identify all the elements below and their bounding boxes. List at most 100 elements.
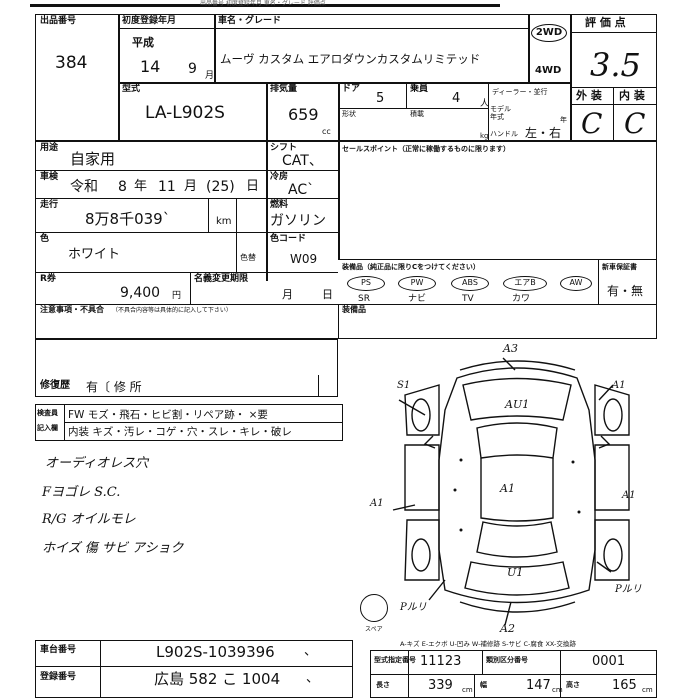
lot-number: 384 [55, 53, 88, 73]
name-change-day: 日 [322, 288, 333, 301]
frame-number-suffix: 、 [304, 644, 318, 659]
registration-year: 14 [140, 57, 161, 76]
width-unit: cm [552, 686, 563, 694]
damage-mark-u1: U1 [507, 566, 524, 579]
height-label: 高さ [566, 681, 580, 689]
equipment-label: 装備品（純正品に限りCをつけてください） [342, 263, 480, 271]
equip-leather: カワ [512, 294, 531, 304]
doors-label: ドア [342, 84, 361, 94]
divider [338, 141, 340, 259]
damage-mark-s1: S1 [397, 380, 411, 391]
equip-navi: ナビ [408, 294, 427, 304]
weight-unit: kg [480, 132, 489, 140]
plate-number: 広島 582 こ 1004 [154, 670, 281, 688]
lot-label: 出品番号 [40, 16, 77, 26]
divider [338, 304, 339, 339]
interior-grade: C [624, 107, 646, 140]
displacement-value: 659 [288, 105, 319, 124]
plate-suffix: 、 [306, 671, 320, 686]
mileage-unit: km [216, 216, 232, 227]
divider [64, 422, 343, 423]
registration-label: 初度登録年月 [122, 16, 177, 26]
divider [570, 14, 572, 141]
divider [266, 141, 268, 281]
exterior-grade: C [581, 107, 603, 140]
seats-unit: 人 [480, 99, 490, 109]
displacement-unit: cc [322, 127, 331, 136]
divider [338, 82, 340, 141]
divider [236, 198, 237, 232]
width-label: 幅 [480, 681, 487, 689]
color-label: 色 [40, 234, 50, 244]
divider [118, 28, 528, 29]
divider [35, 304, 657, 305]
equip-pw: PW [398, 276, 436, 291]
exterior-label: 外 装 [576, 89, 602, 102]
class-number-label: 類別区分番号 [486, 656, 528, 664]
frame-number-label: 車台番号 [40, 645, 77, 655]
length-unit: cm [462, 686, 473, 694]
damage-mark-p-rr: Pルリ [615, 584, 642, 595]
seats-label: 乗員 [410, 84, 429, 94]
handle-value: 左・右 [525, 126, 562, 140]
damage-mark-au1: AU1 [505, 398, 530, 411]
inspector-row-1: FW モズ・飛石・ヒビ割・リペア跡・ ×要 [68, 409, 268, 421]
height-value: 165 [612, 678, 637, 693]
fuel-value: ガソリン [270, 213, 326, 229]
registration-month-unit: 月 [205, 71, 215, 81]
score-label: 評 価 点 [585, 16, 626, 29]
spec-frame [35, 141, 657, 339]
inspection-day-unit: 日 [246, 179, 260, 194]
handwritten-note-3: R/G オイルモレ [42, 512, 136, 527]
repair-label: 修復歴 [40, 380, 70, 391]
car-damage-diagram [392, 357, 630, 626]
handwritten-note-4: ホイズ 傷 サビ アショク [42, 541, 184, 556]
damage-mark-a2: A2 [500, 622, 515, 635]
class-number: 0001 [592, 654, 626, 669]
car-name: ムーヴ カスタム エアロダウンカスタムリミテッド [220, 52, 481, 66]
divider [118, 14, 120, 141]
model-year-unit: 年 [560, 116, 567, 124]
frame-number: L902S-1039396 [156, 643, 275, 661]
form-top-frame [35, 14, 657, 141]
shift-label: シフト [270, 143, 298, 153]
car-name-label: 車名・グレード [218, 16, 282, 26]
divider [35, 666, 353, 667]
divider [35, 272, 338, 273]
extras-label: 装備品 [342, 305, 366, 314]
divider [35, 170, 338, 171]
damage-legend: A-キズ E-エクボ U-凹み W-補修跡 S-サビ C-腐食 XX-交換跡 [400, 640, 576, 648]
usage-value: 自家用 [70, 150, 116, 168]
divider [338, 259, 657, 260]
handwritten-note-2: Fヨゴレ S.C. [42, 485, 121, 500]
type-number-label: 型式指定番号 [374, 656, 416, 664]
top-header-scan: 出品番号 初度登録年月 車名・グレード 評価点 [200, 0, 326, 7]
inspection-era: 令和 [70, 179, 98, 195]
doors-value: 5 [376, 91, 385, 106]
divider [266, 82, 268, 141]
name-change-month: 月 [282, 288, 293, 301]
mileage-value: 8万8千039` [85, 210, 171, 228]
damage-mark-p-rl: Pルリ [400, 602, 427, 613]
inspection-month: 11 [158, 179, 176, 195]
height-unit: cm [642, 686, 653, 694]
inspection-label: 車検 [40, 172, 59, 182]
damage-mark-a1-left: A1 [370, 498, 384, 509]
shift-value: CAT、 [282, 153, 323, 169]
equip-abs: ABS [451, 276, 489, 291]
damage-mark-a1-roof: A1 [500, 482, 515, 495]
model-label: 型式 [122, 84, 141, 94]
divider [528, 14, 530, 84]
weight-label: 積載 [410, 110, 424, 118]
spare-label: スペア [365, 626, 383, 633]
aircon-value: AC` [288, 182, 315, 198]
name-change-label: 名義変更期限 [194, 274, 249, 284]
divider [370, 674, 657, 675]
divider [318, 375, 319, 397]
damage-mark-a1-fr: A1 [612, 380, 626, 391]
recycle-label: R券 [40, 274, 56, 284]
top-edge [30, 4, 500, 7]
divider [474, 674, 475, 698]
color-code: W09 [290, 252, 318, 266]
divider [338, 108, 488, 109]
